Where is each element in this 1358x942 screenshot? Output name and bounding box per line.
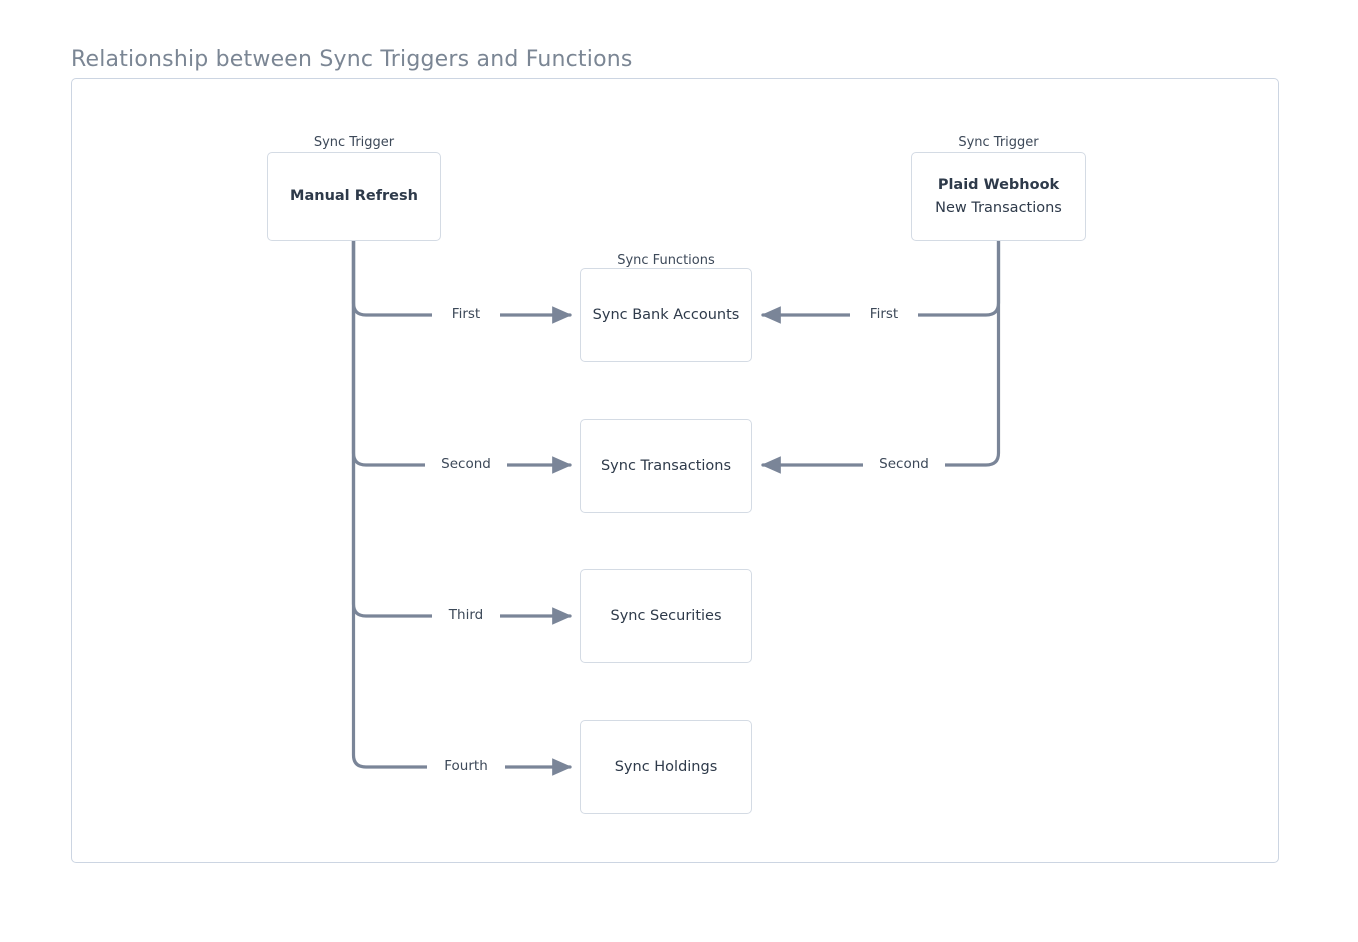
edge-label-manual-to-holdings: Fourth [427,759,505,774]
cluster-label-trigger-manual: Sync Trigger [313,135,395,150]
node-sync-bank-accounts-label: Sync Bank Accounts [592,306,740,323]
node-sync-securities-label: Sync Securities [610,607,722,624]
edge-label-manual-to-bank-accounts: First [432,307,500,322]
node-plaid-webhook[interactable]: Plaid Webhook New Transactions [911,152,1086,241]
edge-label-plaid-to-bank-accounts: First [850,307,918,322]
node-manual-refresh[interactable]: Manual Refresh [267,152,441,241]
edge-label-manual-to-transactions: Second [425,457,507,472]
node-manual-refresh-title: Manual Refresh [290,188,418,205]
node-sync-holdings-label: Sync Holdings [614,758,718,775]
edge-label-plaid-to-transactions: Second [863,457,945,472]
node-sync-bank-accounts[interactable]: Sync Bank Accounts [580,268,752,362]
node-sync-transactions[interactable]: Sync Transactions [580,419,752,513]
cluster-label-trigger-plaid: Sync Trigger [958,135,1039,150]
page-title: Relationship between Sync Triggers and F… [71,47,633,72]
node-sync-securities[interactable]: Sync Securities [580,569,752,663]
node-plaid-webhook-title: Plaid Webhook [937,177,1060,194]
node-sync-holdings[interactable]: Sync Holdings [580,720,752,814]
edge-label-manual-to-securities: Third [432,608,500,623]
cluster-label-functions: Sync Functions [617,253,715,268]
node-plaid-webhook-subtitle: New Transactions [935,199,1062,216]
node-sync-transactions-label: Sync Transactions [600,457,732,474]
